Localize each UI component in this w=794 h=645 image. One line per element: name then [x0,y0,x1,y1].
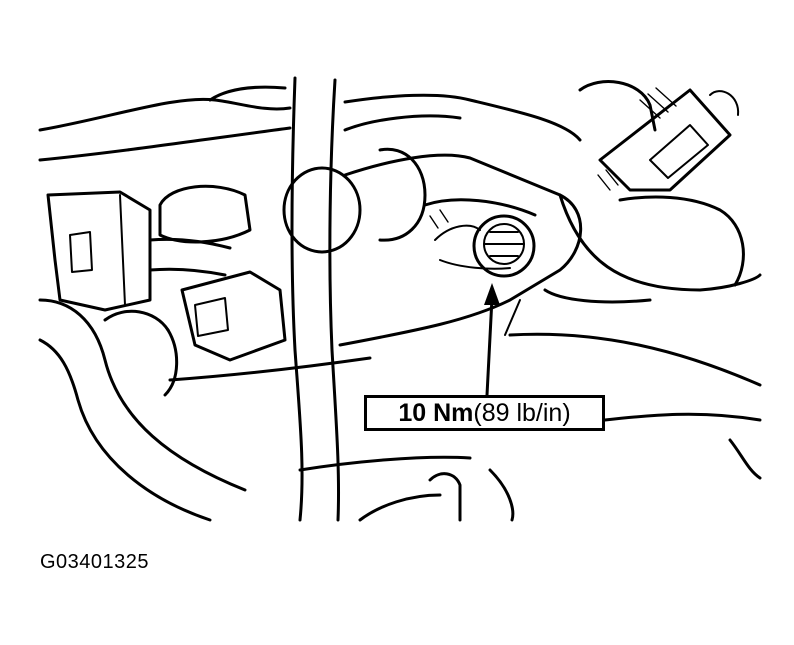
vertical-tube [290,76,341,522]
middle-plug [158,184,287,362]
torque-value-metric: 10 Nm [398,398,474,427]
torque-spec-callout: 10 Nm (89 lb/in) [364,395,605,431]
bolt-head [472,214,536,278]
bracket-boss [282,147,427,254]
callout-arrow [484,283,500,397]
lower-body-outline [168,332,762,522]
upper-housing-outline [38,85,582,162]
mounting-bracket [338,153,583,347]
left-connector [46,190,232,312]
detail-hatching [429,87,677,229]
figure-identifier: G03401325 [40,551,150,573]
torque-value-imperial: (89 lb/in) [473,398,571,427]
lower-left-hose [38,298,247,522]
upper-right-fitting [543,80,762,304]
